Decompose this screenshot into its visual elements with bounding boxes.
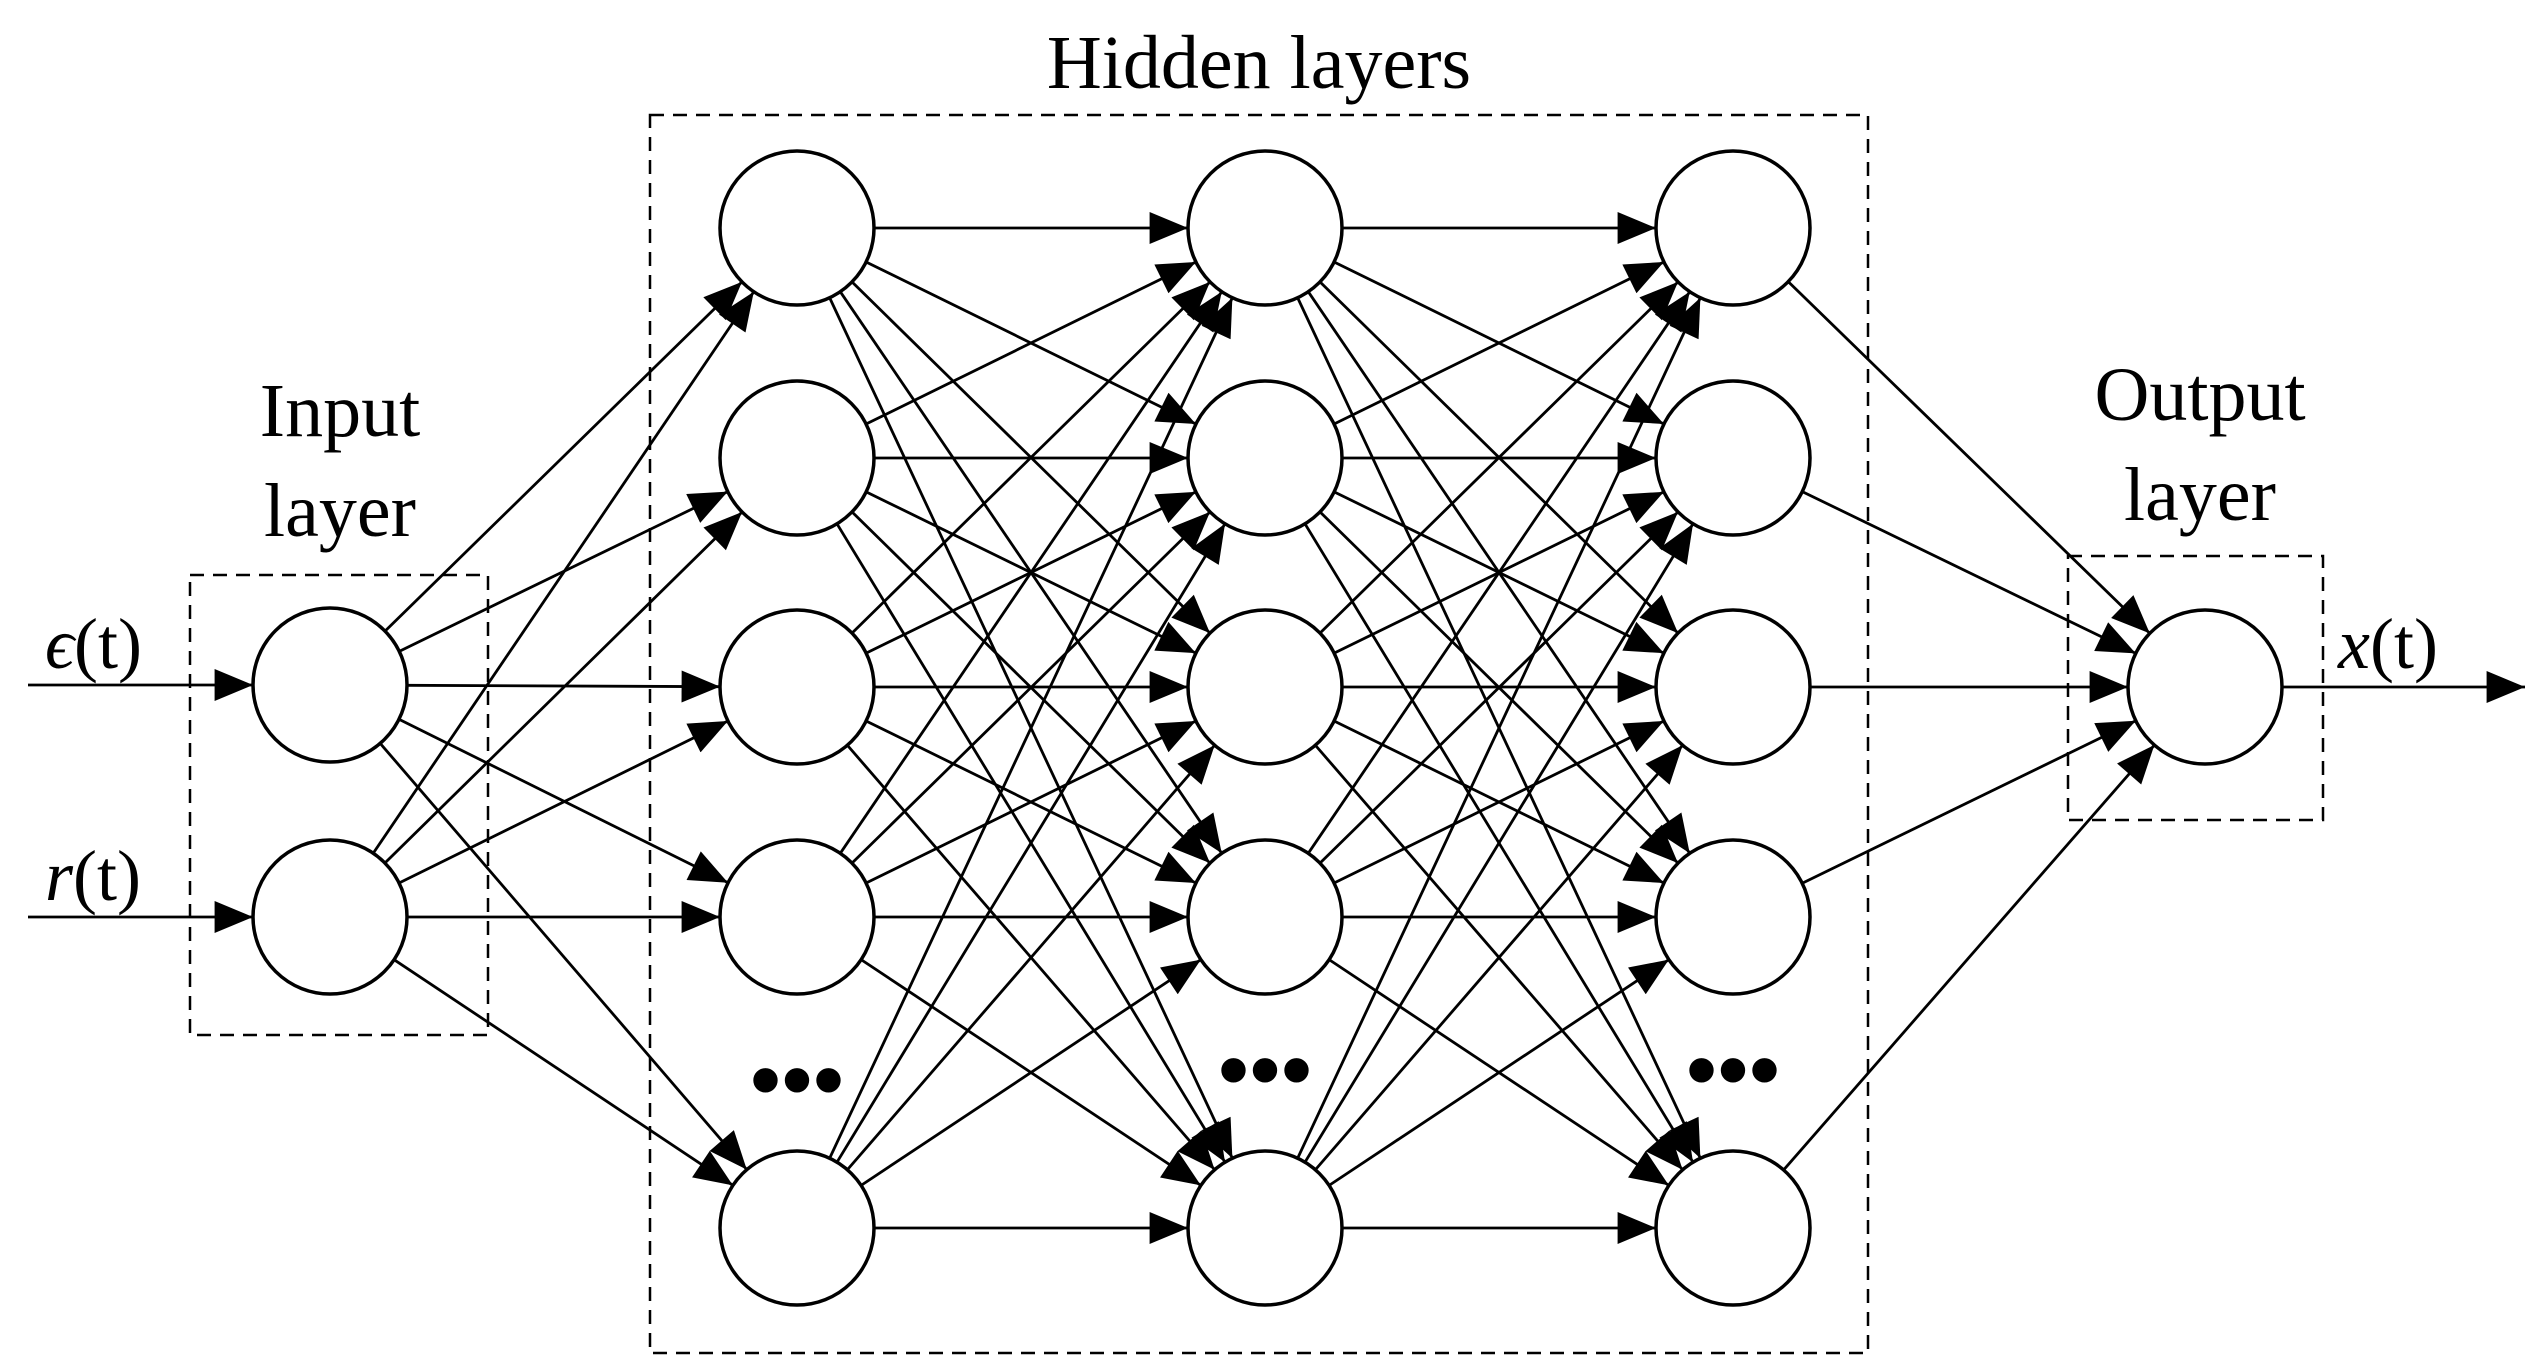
hidden-layer-1-neuron-1 xyxy=(718,149,876,307)
input-r-arg: (t) xyxy=(73,836,141,916)
edge-h1n5-h2n1 xyxy=(828,297,1234,1159)
edge-input1-h1n5 xyxy=(379,742,748,1171)
edge-h2n3-h3n1 xyxy=(1318,280,1680,635)
input-layer-label-line1: Input xyxy=(260,369,420,453)
input-neuron-1 xyxy=(251,606,409,764)
hidden-layer-3-neuron-4 xyxy=(1654,838,1812,996)
edge-h2n4-h3n3 xyxy=(1333,719,1665,885)
output-layer-label-line2: layer xyxy=(2124,453,2276,537)
hidden-layer-1-neuron-4 xyxy=(718,838,876,996)
edge-h3n2-output xyxy=(1801,490,2137,655)
hidden-layer-2-ellipsis: ••• xyxy=(1218,1021,1313,1120)
edge-h3n5-output xyxy=(1782,744,2156,1171)
edge-h1n4-h2n1 xyxy=(839,290,1223,855)
edge-h2n5-h3n4 xyxy=(1328,958,1670,1187)
edge-h2n5-h3n2 xyxy=(1303,523,1695,1163)
edge-h3n1-output xyxy=(1787,280,2151,635)
hidden-layer-1-neuron-5 xyxy=(718,1149,876,1307)
hidden-layer-3-neuron-2 xyxy=(1654,379,1812,537)
hidden-layer-1-neuron-3 xyxy=(718,608,876,766)
hidden-layer-2-neuron-2 xyxy=(1186,379,1344,537)
input-neuron-2 xyxy=(251,838,409,996)
edge-h3n4-output xyxy=(1801,719,2137,885)
hidden-layer-1-ellipsis: ••• xyxy=(750,1031,845,1130)
hidden-layer-2-neuron-3 xyxy=(1186,608,1344,766)
output-layer-label-line1: Output xyxy=(2094,353,2305,437)
input-epsilon-label: ϵ(t) xyxy=(45,604,142,684)
edge-h2n5-h3n3 xyxy=(1314,744,1684,1171)
hidden-layer-1-neuron-2 xyxy=(718,379,876,537)
edge-input2-h1n5 xyxy=(393,958,734,1187)
edge-h2n2-h3n1 xyxy=(1333,260,1665,426)
hidden-layer-2-neuron-5 xyxy=(1186,1149,1344,1307)
edge-h2n4-h3n1 xyxy=(1307,290,1691,855)
edge-h1n5-h2n3 xyxy=(846,744,1216,1171)
input-layer-label-line2: layer xyxy=(264,469,416,553)
input-r-symbol: r xyxy=(45,836,74,916)
edge-h1n5-h2n4 xyxy=(860,958,1202,1187)
output-x-arg: (t) xyxy=(2370,604,2438,684)
hidden-layer-3-neuron-3 xyxy=(1654,608,1812,766)
edge-h2n5-h3n1 xyxy=(1296,297,1702,1159)
connections xyxy=(28,212,2526,1244)
input-epsilon-symbol: ϵ xyxy=(45,604,77,684)
input-epsilon-arg: (t) xyxy=(74,604,142,684)
hidden-layers-box xyxy=(648,113,1870,1355)
input-layer-box xyxy=(188,573,490,1037)
hidden-layer-3-neuron-5 xyxy=(1654,1149,1812,1307)
output-x-label: x(t) xyxy=(2337,604,2438,684)
edge-input1-h1n1 xyxy=(384,280,743,633)
edge-h1n5-h2n2 xyxy=(835,523,1227,1163)
output-neuron xyxy=(2126,608,2284,766)
edge-h1n4-h2n3 xyxy=(865,719,1197,885)
hidden-layer-3-neuron-1 xyxy=(1654,149,1812,307)
hidden-layers-title: Hidden layers xyxy=(1047,21,1471,105)
edge-h1n3-h2n1 xyxy=(850,280,1212,635)
edge-h1n2-h2n1 xyxy=(865,260,1197,426)
neurons xyxy=(251,149,2284,1307)
edge-h1n4-h2n2 xyxy=(850,510,1212,865)
hidden-layer-3-ellipsis: ••• xyxy=(1686,1021,1781,1120)
output-x-symbol: x xyxy=(2337,604,2370,684)
hidden-layer-2-neuron-4 xyxy=(1186,838,1344,996)
edge-input2-h1n2 xyxy=(383,510,744,865)
edge-input2-h1n1 xyxy=(372,290,755,855)
input-r-label: r(t) xyxy=(45,836,141,916)
edge-h2n4-h3n2 xyxy=(1318,510,1680,865)
edge-input2-h1n3 xyxy=(398,719,729,885)
hidden-layer-2-neuron-1 xyxy=(1186,149,1344,307)
